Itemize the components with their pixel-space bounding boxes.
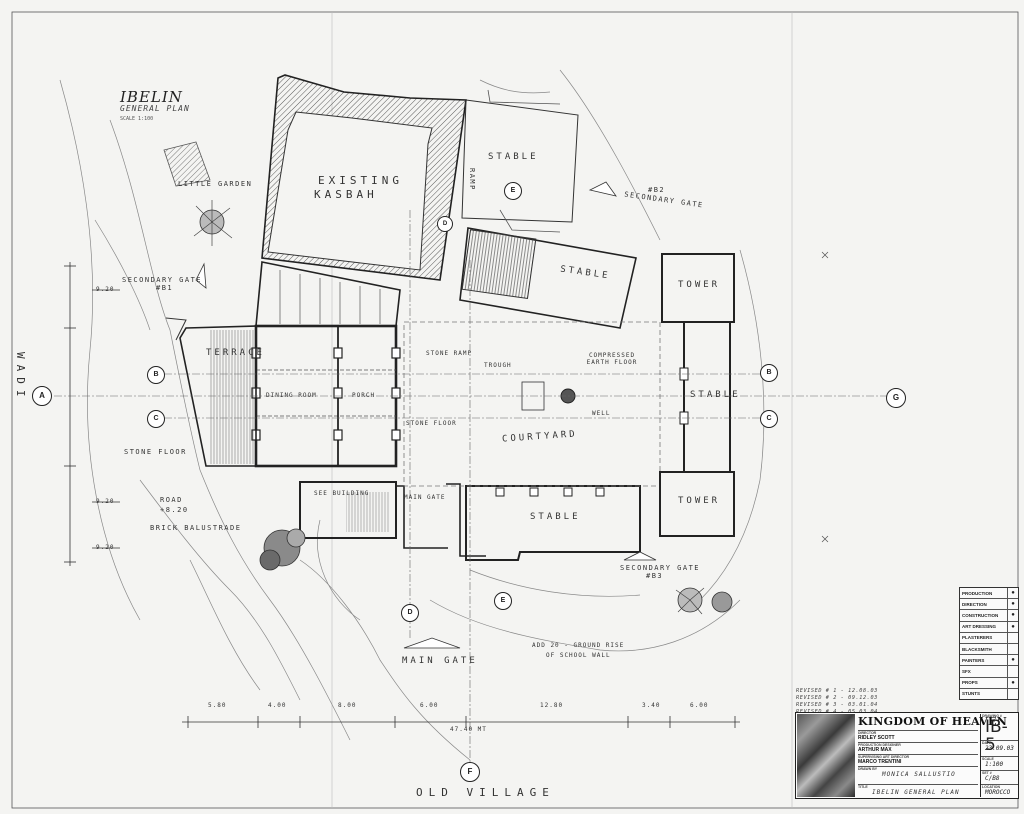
label-secondary-gate-b3-num: #B3 (646, 572, 664, 580)
dim-5: 12.80 (540, 702, 564, 709)
label-old-village: OLD VILLAGE (416, 786, 555, 799)
dept-row: DIRECTION● (960, 599, 1018, 611)
label-road: ROAD (160, 496, 183, 504)
section-marker-a: A (32, 386, 52, 406)
label-compressed-earth: COMPRESSED EARTH FLOOR (586, 352, 638, 366)
label-stone-ramp: STONE RAMP (426, 350, 473, 357)
dept-row: SFX (960, 666, 1018, 678)
section-marker-c-right: C (760, 410, 778, 428)
terrace (179, 325, 257, 467)
dim-left-1: 9.20 (96, 286, 115, 293)
label-stable-bottom: STABLE (530, 512, 581, 522)
tower-bottom (659, 471, 735, 537)
section-marker-d-top: D (437, 216, 453, 232)
stable-mid (459, 227, 637, 329)
section-marker-e-top: E (504, 182, 522, 200)
courtyard (403, 321, 661, 487)
top-stable (461, 99, 579, 223)
dept-row: PLASTERERS (960, 632, 1018, 644)
label-secondary-gate-b1: SECONDARY GATE (122, 276, 203, 284)
field-sheet: SET #C/B8 (981, 770, 1018, 782)
label-stone-floor-mid: STONE FLOOR (406, 420, 457, 427)
section-marker-d: D (401, 604, 419, 622)
label-stable-top: STABLE (488, 152, 539, 162)
label-tower-bottom: TOWER (678, 496, 721, 506)
bottom-stable (465, 485, 641, 561)
section-marker-f: F (460, 762, 480, 782)
revision-2: REVISED # 2 - 09.12.03 (796, 695, 878, 701)
dim-7: 6.00 (690, 702, 709, 709)
dept-row: STUNTS (960, 688, 1018, 699)
label-main-gate-small: MAIN GATE (404, 494, 446, 501)
dept-row: PRODUCTION● (960, 588, 1018, 600)
section-marker-c-left: C (147, 410, 165, 428)
dim-left-2: 9.20 (96, 498, 115, 505)
label-see-building: SEE BUILDING (314, 490, 370, 497)
dim-2: 4.00 (268, 702, 287, 709)
label-brick-balustrade: BRICK BALUSTRADE (150, 524, 242, 532)
dim-6: 3.40 (642, 702, 661, 709)
dept-row: CONSTRUCTION● (960, 610, 1018, 622)
passage (255, 261, 401, 327)
label-secondary-gate-b1-num: #B1 (156, 284, 174, 292)
plan-title: IBELIN (120, 88, 183, 106)
section-marker-b-left: B (147, 366, 165, 384)
department-checklist: PRODUCTION● DIRECTION● CONSTRUCTION● ART… (959, 587, 1019, 700)
label-stone-floor-left: STONE FLOOR (124, 448, 187, 456)
revision-3: REVISED # 3 - 03.01.04 (796, 702, 878, 708)
label-add-note-1: ADD 20 - GROUND RISE (532, 642, 625, 649)
label-well: WELL (592, 410, 611, 417)
label-terrace: TERRACE (206, 348, 265, 358)
dept-row: PROPS● (960, 677, 1018, 689)
section-marker-b-right: B (760, 364, 778, 382)
plan-subtitle: GENERAL PLAN (120, 104, 190, 113)
revision-1: REVISED # 1 - 12.08.03 (796, 688, 878, 694)
label-existing: EXISTING (318, 174, 403, 187)
label-add-note-2: OF SCHOOL WALL (546, 652, 611, 659)
label-secondary-gate-b3: SECONDARY GATE (620, 564, 701, 572)
reference-photo (797, 714, 855, 797)
label-kasbah: KASBAH (314, 188, 378, 201)
see-building (299, 481, 397, 539)
label-wadi: WADI (14, 352, 27, 403)
field-drawing-no: DRAWING #IB-5 (982, 714, 1008, 755)
section-marker-e-bottom: E (494, 592, 512, 610)
dim-1: 5.80 (208, 702, 227, 709)
label-road-level: +8.20 (160, 506, 189, 514)
label-main-gate: MAIN GATE (402, 656, 478, 666)
section-marker-g: G (886, 388, 906, 408)
label-stable-right: STABLE (690, 390, 741, 400)
dim-3: 8.00 (338, 702, 357, 709)
plan-scale: SCALE 1:100 (120, 116, 154, 122)
dim-left-3: 9.20 (96, 544, 115, 551)
label-tower-top: TOWER (678, 280, 721, 290)
label-dining-room: DINING ROOM (266, 392, 317, 399)
label-secondary-gate-b2-num: #B2 (648, 186, 666, 194)
terrain-contours (59, 69, 765, 761)
label-ramp: RAMP (468, 168, 476, 191)
label-porch: PORCH (352, 392, 376, 399)
dept-row: PAINTERS● (960, 655, 1018, 667)
dept-row: ART DRESSING● (960, 621, 1018, 633)
dept-row: BLACKSMITH (960, 643, 1018, 656)
dim-4: 6.00 (420, 702, 439, 709)
label-little-garden: LITTLE GARDEN (178, 180, 253, 188)
label-trough: TROUGH (484, 362, 512, 369)
project-name: KINGDOM OF HEAVEN (858, 715, 1008, 728)
dim-total: 47.40 MT (450, 726, 487, 733)
